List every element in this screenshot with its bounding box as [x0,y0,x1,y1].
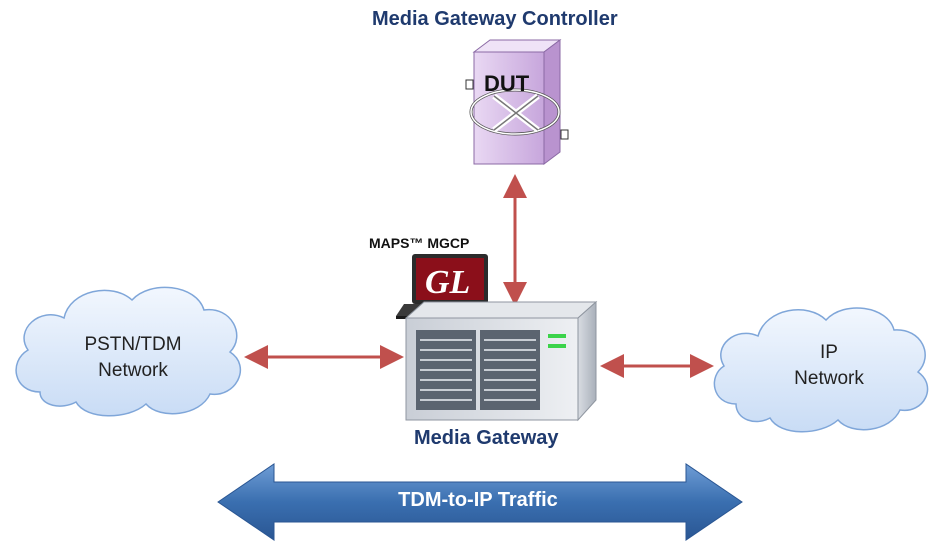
pstn-label-line2: Network [98,360,168,381]
tester-label: MAPS™ MGCP [369,235,470,251]
media-gateway-server-icon [404,300,598,422]
ip-label-line2: Network [794,368,864,389]
traffic-arrow [217,463,743,541]
controller-title: Media Gateway Controller [372,8,618,30]
dut-device-icon [465,39,569,165]
server-status-led [548,334,566,338]
gateway-title: Media Gateway [414,427,559,449]
pstn-cloud [15,286,242,417]
pstn-cloud-label: PSTN/TDM Network [38,332,228,384]
ip-cloud-label: IP Network [744,340,914,392]
ip-label-line1: IP [820,342,838,363]
traffic-label: TDM-to-IP Traffic [398,489,558,511]
pstn-label-line1: PSTN/TDM [84,334,182,355]
dut-label: DUT [484,71,530,96]
ip-cloud [713,307,929,433]
gl-logo: GL [425,264,471,301]
